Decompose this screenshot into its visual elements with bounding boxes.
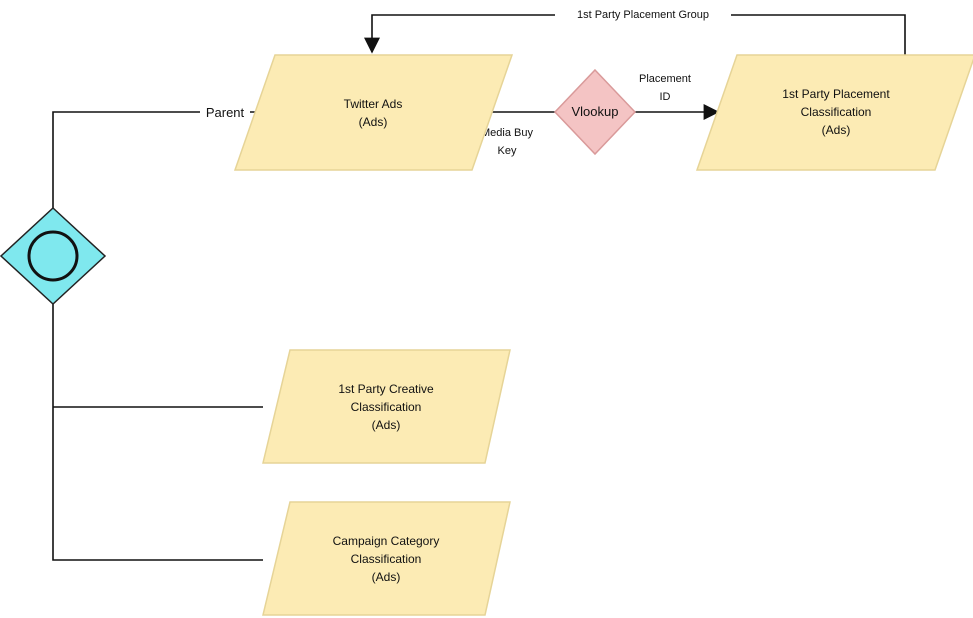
node-vlookup[interactable]: Vlookup bbox=[553, 68, 637, 156]
node-label: 1st Party Placement bbox=[782, 87, 890, 101]
edge-parent bbox=[52, 111, 258, 208]
node-label: Classification bbox=[801, 105, 872, 119]
node-label: Twitter Ads bbox=[344, 97, 403, 111]
edge-label-parent: Parent bbox=[206, 105, 245, 120]
edge-label-media-buy: Media Buy bbox=[481, 127, 533, 139]
edge-label-group: 1st Party Placement Group bbox=[577, 9, 709, 21]
node-label: Classification bbox=[351, 552, 422, 566]
edge-label-bg bbox=[200, 104, 250, 120]
node-label: (Ads) bbox=[372, 418, 401, 432]
edge-to-campaign bbox=[52, 304, 263, 561]
node-label: Vlookup bbox=[572, 104, 619, 119]
node-label: Campaign Category bbox=[333, 534, 440, 548]
edge-label-id: ID bbox=[660, 91, 671, 103]
node-creative-classification[interactable]: 1st Party Creative Classification (Ads) bbox=[262, 349, 511, 464]
node-label: (Ads) bbox=[822, 123, 851, 137]
edge-label-placement: Placement bbox=[639, 73, 691, 85]
node-label: (Ads) bbox=[359, 115, 388, 129]
circle-icon bbox=[27, 230, 79, 282]
node-label: (Ads) bbox=[372, 570, 401, 584]
node-label: 1st Party Creative bbox=[338, 382, 434, 396]
node-campaign-classification[interactable]: Campaign Category Classification (Ads) bbox=[262, 501, 511, 616]
gateway-inclusive[interactable] bbox=[0, 206, 107, 306]
node-placement-classification[interactable]: 1st Party Placement Classification (Ads) bbox=[695, 54, 973, 171]
node-twitter-ads[interactable]: Twitter Ads (Ads) bbox=[233, 54, 514, 171]
edge-label-key: Key bbox=[498, 145, 517, 157]
edge-label-bg bbox=[555, 6, 731, 22]
node-label: Classification bbox=[351, 400, 422, 414]
